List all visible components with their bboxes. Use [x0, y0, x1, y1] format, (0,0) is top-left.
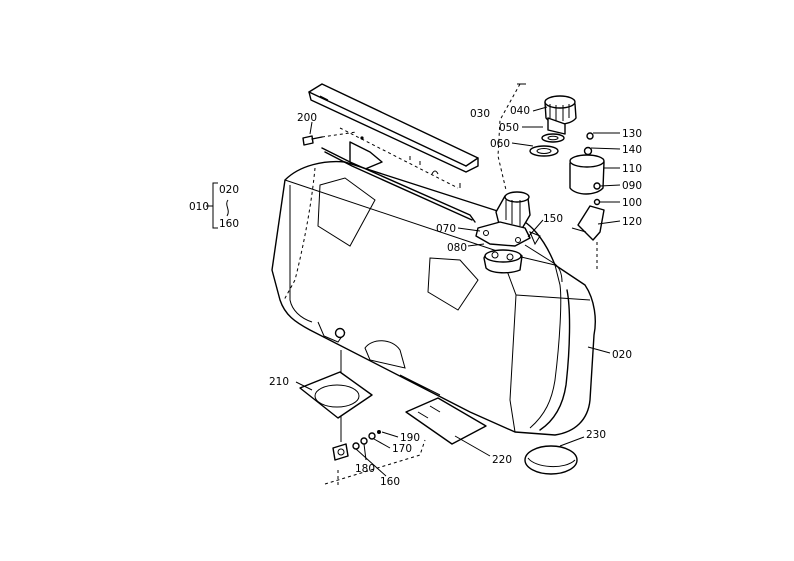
- label-210: 210: [269, 376, 289, 388]
- label-060: 060: [490, 138, 510, 150]
- label-010: 010: [189, 201, 209, 213]
- label-120: 120: [622, 216, 642, 228]
- cover-230: [524, 445, 578, 475]
- label-080: 080: [447, 242, 467, 254]
- leader-lines: [295, 106, 621, 477]
- label-020-group: 020: [219, 184, 239, 196]
- filler-neck: [475, 191, 541, 274]
- bolt-200: [302, 131, 357, 146]
- assembly-group-010: [206, 182, 229, 229]
- pad-210: [299, 371, 373, 419]
- label-180: 180: [355, 463, 375, 475]
- label-170: 170: [392, 443, 412, 455]
- label-070: 070: [436, 223, 456, 235]
- label-140: 140: [622, 144, 642, 156]
- label-160-group: 160: [219, 218, 239, 230]
- label-160: 160: [380, 476, 400, 488]
- label-090: 090: [622, 180, 642, 192]
- label-220: 220: [492, 454, 512, 466]
- label-150: 150: [543, 213, 563, 225]
- fuel-cap-assembly: [497, 83, 577, 191]
- pad-220: [405, 397, 487, 445]
- label-110: 110: [622, 163, 642, 175]
- label-040: 040: [510, 105, 530, 117]
- part-labels: 010 020 160 200 030 040 050 060 070 080 …: [189, 105, 642, 488]
- label-050: 050: [499, 122, 519, 134]
- label-200: 200: [297, 112, 317, 124]
- label-230: 230: [586, 429, 606, 441]
- label-190: 190: [400, 432, 420, 444]
- label-030: 030: [470, 108, 490, 120]
- fuel-filter-cup: [569, 132, 605, 270]
- tank-mounting-bracket: [308, 83, 479, 189]
- label-100: 100: [622, 197, 642, 209]
- label-020: 020: [612, 349, 632, 361]
- label-130: 130: [622, 128, 642, 140]
